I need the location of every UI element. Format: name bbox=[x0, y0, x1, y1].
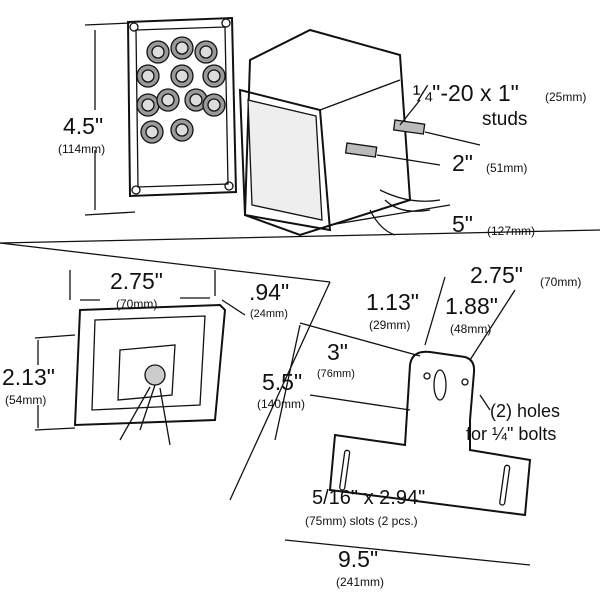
divider-line bbox=[229, 281, 331, 501]
total-height-mm-label: (140mm) bbox=[257, 397, 306, 411]
depth-label: 5" bbox=[452, 211, 473, 237]
bracket-width-mm-label: (70mm) bbox=[540, 275, 582, 289]
led-icon bbox=[207, 98, 221, 112]
side-lamp-drawing bbox=[73, 303, 227, 446]
slots-label: 5/16" x 2.94" bbox=[312, 487, 426, 509]
led-icon bbox=[189, 93, 203, 107]
bracket-height-label: 3" bbox=[327, 339, 348, 365]
led-icon bbox=[151, 45, 165, 59]
height-mm-label: (114mm) bbox=[58, 142, 106, 156]
led-icon bbox=[141, 69, 155, 83]
studs-word: studs bbox=[482, 109, 528, 130]
side-height-label: 2.13" bbox=[2, 364, 55, 390]
divider-line bbox=[0, 242, 331, 283]
depth-mm-label: (127mm) bbox=[487, 224, 536, 238]
side-height-mm-label: (54mm) bbox=[5, 393, 47, 407]
bracket-drawing bbox=[328, 350, 532, 517]
length-mm-label: (241mm) bbox=[336, 575, 385, 589]
flange-mm-label: (24mm) bbox=[250, 308, 288, 320]
offset-mm-label: (29mm) bbox=[369, 318, 411, 332]
length-label: 9.5" bbox=[338, 546, 379, 572]
studs-mm-label: (25mm) bbox=[545, 90, 587, 104]
holes-bolts-label: for ¼" bolts bbox=[466, 424, 557, 444]
hole-spacing-label: 1.88" bbox=[445, 293, 498, 319]
led-icon bbox=[145, 125, 159, 139]
flange-label: .94" bbox=[249, 279, 290, 305]
led-icon bbox=[161, 93, 175, 107]
lamp-face-drawing bbox=[126, 16, 238, 198]
housing-drawing bbox=[238, 28, 412, 237]
hole-spacing-mm-label: (48mm) bbox=[450, 322, 492, 336]
holes-label: (2) holes bbox=[490, 401, 561, 421]
stud-spacing-label: 2" bbox=[452, 150, 473, 176]
studs-label: ¼"-20 x 1" bbox=[413, 80, 519, 106]
side-width-mm-label: (70mm) bbox=[116, 297, 158, 311]
divider-line bbox=[0, 229, 600, 244]
bracket-width-label: 2.75" bbox=[470, 262, 523, 288]
led-icon bbox=[175, 123, 189, 137]
led-icon bbox=[175, 41, 189, 55]
led-icon bbox=[199, 45, 213, 59]
stud-spacing-mm-label: (51mm) bbox=[486, 161, 528, 175]
height-label: 4.5" bbox=[63, 113, 104, 139]
led-icon bbox=[207, 69, 221, 83]
side-width-label: 2.75" bbox=[110, 268, 163, 294]
offset-label: 1.13" bbox=[366, 289, 419, 315]
bracket-height-mm-label: (76mm) bbox=[317, 368, 355, 380]
led-icon bbox=[141, 98, 155, 112]
slots-mm-label: (75mm) slots (2 pcs.) bbox=[305, 514, 418, 528]
total-height-label: 5.5" bbox=[262, 369, 303, 395]
led-icon bbox=[175, 69, 189, 83]
